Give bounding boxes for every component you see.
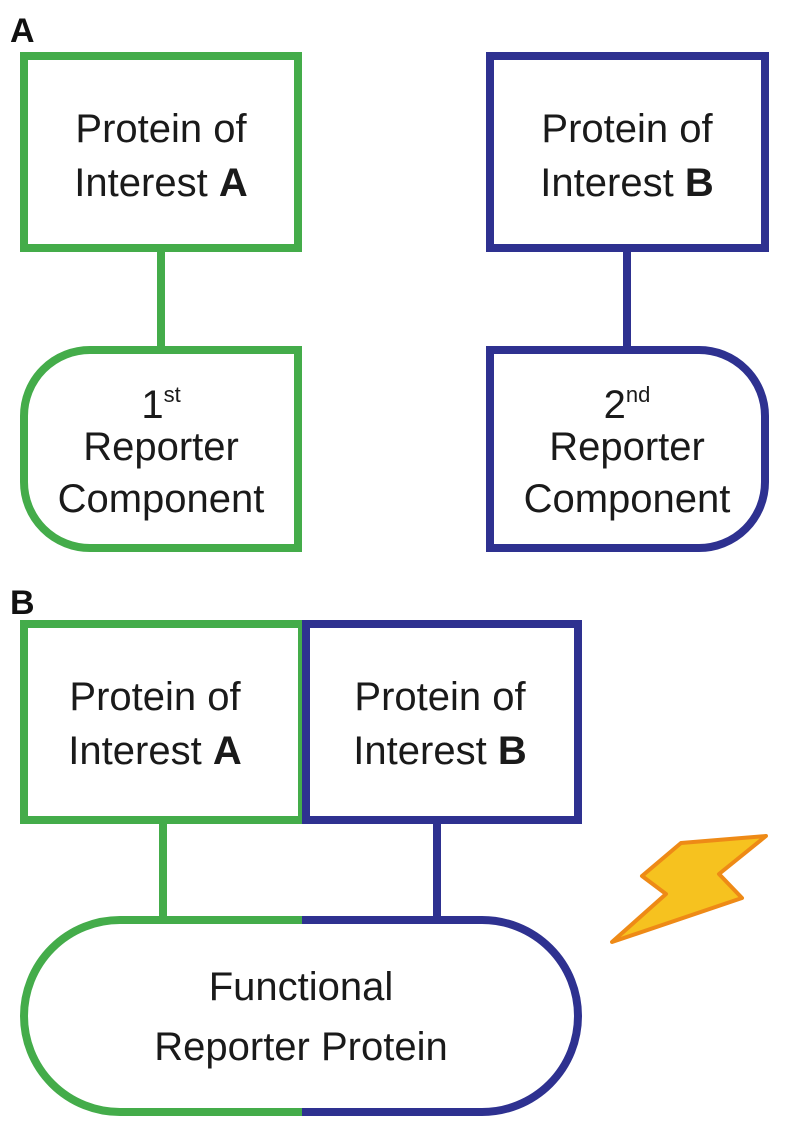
panel-a-reporter-1-box: 1st Reporter Component [20,346,302,552]
panel-b-protein-a-line1: Protein of [69,675,241,719]
panel-a-reporter-2-box: 2nd Reporter Component [486,346,769,552]
panel-a-reporter-2-line2: Reporter [549,425,705,469]
panel-a-reporter-2-line1: 2nd [604,382,651,427]
functional-reporter-green-half [19,916,302,1116]
panel-b-protein-a-line2: Interest A [68,729,241,773]
lightning-bolt-icon [610,834,768,944]
panel-a-protein-a-line1: Protein of [75,107,247,151]
panel-b-protein-b-line2: Interest B [353,729,526,773]
panel-a-reporter-1-line1: 1st [141,382,180,427]
panel-a-protein-b-box: Protein of Interest B [486,52,769,252]
panel-a-reporter-1-line2: Reporter [83,425,239,469]
panel-a-protein-b-letter: B [685,161,714,205]
panel-b-functional-reporter-box: Functional Reporter Protein [19,916,583,1116]
panel-a-protein-a-letter: A [219,161,248,205]
panel-b-protein-b-letter: B [498,729,527,773]
panel-a-protein-b-line2: Interest B [540,161,713,205]
panel-b-functional-line1: Functional [209,965,394,1009]
panel-a-reporter-1-line3: Component [58,477,265,521]
panel-b-label: B [10,584,35,622]
panel-b-protein-b-box: Protein of Interest B [302,620,582,824]
panel-b-protein-b-line1: Protein of [354,675,526,719]
panel-b-functional-line2: Reporter Protein [154,1025,447,1069]
panel-a-reporter-2-line3: Component [524,477,731,521]
panel-b-protein-a-box: Protein of Interest A [20,620,306,824]
functional-reporter-blue-half [302,916,583,1116]
panel-b-protein-a-letter: A [213,729,242,773]
panel-a-protein-a-box: Protein of Interest A [20,52,302,252]
panel-a-label: A [10,12,35,50]
panel-a-protein-b-line1: Protein of [541,107,713,151]
panel-a-protein-a-line2: Interest A [74,161,247,205]
